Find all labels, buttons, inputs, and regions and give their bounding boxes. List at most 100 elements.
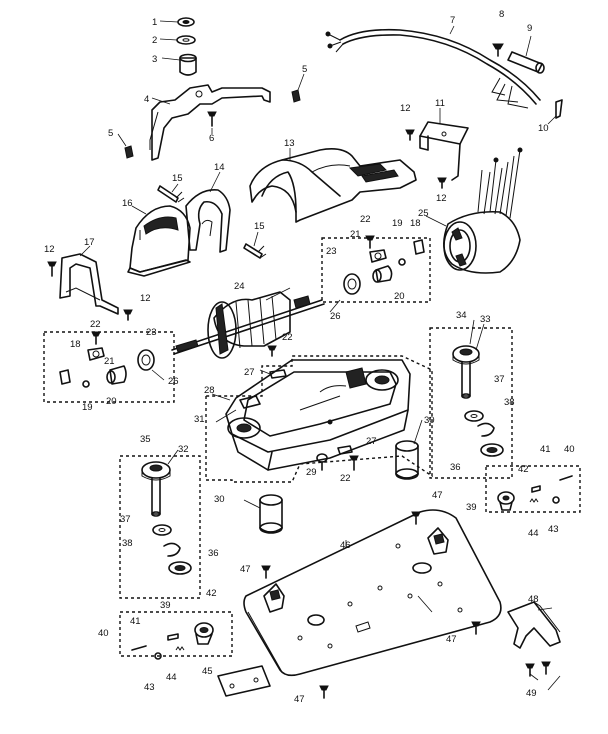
label-5-top: 5	[302, 64, 307, 75]
label-43-right: 43	[548, 524, 559, 535]
label-20-right: 20	[394, 291, 405, 302]
guard-part-16	[127, 205, 191, 277]
label-18-left: 18	[70, 339, 81, 350]
brush-group-box-right	[321, 237, 431, 303]
label-37-left: 37	[120, 514, 131, 525]
spindle-part-33	[461, 361, 471, 399]
bracket-part-11	[419, 121, 469, 181]
terminal-part-10	[555, 99, 563, 119]
left-spindle-group-box	[119, 455, 201, 599]
clip-part-27-top	[269, 369, 287, 379]
washer-part-2	[176, 35, 196, 45]
label-4: 4	[144, 94, 149, 105]
bearing-part-30-left	[259, 494, 283, 534]
gear-part-36-right	[480, 443, 504, 457]
label-30-left: 30	[214, 494, 225, 505]
label-41-left: 41	[130, 616, 141, 627]
label-45: 45	[202, 666, 213, 677]
guard-part-14	[185, 189, 231, 253]
left-lever-group-box	[119, 611, 233, 657]
brush-holder-part-21-left	[87, 347, 105, 361]
spring-part-44-right	[529, 498, 539, 503]
field-coil-part-25	[443, 147, 523, 274]
right-lever-group-box	[485, 465, 581, 513]
ring-part-38-left	[163, 542, 181, 557]
washer-part-37-right	[464, 410, 484, 422]
label-40-left: 40	[98, 628, 109, 639]
brush-group-box-left	[43, 331, 175, 403]
brush-part-18-left	[59, 369, 71, 385]
label-48: 48	[528, 594, 539, 605]
label-14: 14	[214, 162, 225, 173]
screw-part-22-bottom	[349, 455, 359, 471]
label-21-left: 21	[104, 356, 115, 367]
label-1: 1	[152, 17, 157, 28]
label-23-right: 23	[326, 246, 337, 257]
gear-part-34	[452, 345, 480, 365]
label-47-right: 47	[446, 634, 457, 645]
base-plate-part-46	[243, 509, 502, 677]
right-spindle-group-box	[429, 327, 513, 479]
washer-part-43-left	[154, 652, 162, 660]
label-40-right: 40	[564, 444, 575, 455]
gear-housing-part-31	[225, 359, 411, 471]
label-21-right: 21	[350, 229, 361, 240]
label-44-left: 44	[166, 672, 177, 683]
screw-part-12-b	[437, 177, 447, 189]
spring-part-19-right	[398, 258, 406, 266]
washer-part-23-left	[137, 349, 155, 371]
screw-part-5-top	[291, 89, 301, 103]
ring-part-38-right	[477, 422, 495, 437]
label-26-left: 26	[168, 376, 179, 387]
label-31: 31	[194, 414, 205, 425]
label-39-left: 39	[160, 600, 171, 611]
brush-part-18-right	[413, 239, 425, 255]
brush-cap-part-20-right	[372, 265, 393, 283]
label-11: 11	[435, 98, 445, 109]
clip-part-27-bottom	[337, 445, 353, 455]
brush-holder-part-21-right	[369, 249, 387, 263]
label-20-left: 20	[106, 396, 117, 407]
spindle-part-32	[151, 477, 161, 517]
nut-part-1	[177, 17, 195, 27]
label-30-right: 30	[424, 415, 435, 426]
label-8: 8	[499, 9, 504, 20]
screw-part-29	[316, 453, 328, 471]
washer-part-23-right	[343, 273, 361, 295]
screw-part-47-right	[471, 621, 481, 635]
label-22-center: 22	[282, 332, 293, 343]
screw-part-6	[207, 111, 217, 127]
label-16: 16	[122, 198, 133, 209]
bushing-part-3	[179, 53, 197, 76]
screw-part-22-center	[267, 345, 277, 357]
screw-part-12-c	[47, 261, 57, 277]
label-17: 17	[84, 237, 95, 248]
label-41-right: 41	[540, 444, 551, 455]
label-38-left: 38	[122, 538, 133, 549]
bearing-part-30-right	[395, 440, 419, 480]
pin-part-41-right	[531, 485, 541, 493]
label-25: 25	[418, 208, 429, 219]
spring-part-44-left	[175, 646, 185, 651]
screw-part-49-b	[541, 661, 551, 675]
label-22-left: 22	[90, 319, 101, 330]
label-38-right: 38	[504, 397, 515, 408]
label-49: 49	[526, 688, 537, 699]
motor-housing-part-13	[249, 148, 417, 223]
label-23-left: 23	[146, 327, 157, 338]
washer-part-43-right	[552, 496, 560, 504]
label-22-bottom: 22	[340, 473, 351, 484]
pin-part-40-right	[559, 475, 573, 481]
label-27-bottom: 27	[366, 436, 377, 447]
label-15-top: 15	[172, 173, 183, 184]
label-26-right: 26	[330, 311, 341, 322]
label-3: 3	[152, 54, 157, 65]
label-15-bottom: 15	[254, 221, 265, 232]
label-36-right: 36	[450, 462, 461, 473]
label-32: 32	[178, 444, 189, 455]
bracket-part-17	[59, 253, 119, 315]
label-36-left: 36	[208, 548, 219, 559]
label-5-left: 5	[108, 128, 113, 139]
label-19-right: 19	[392, 218, 403, 229]
